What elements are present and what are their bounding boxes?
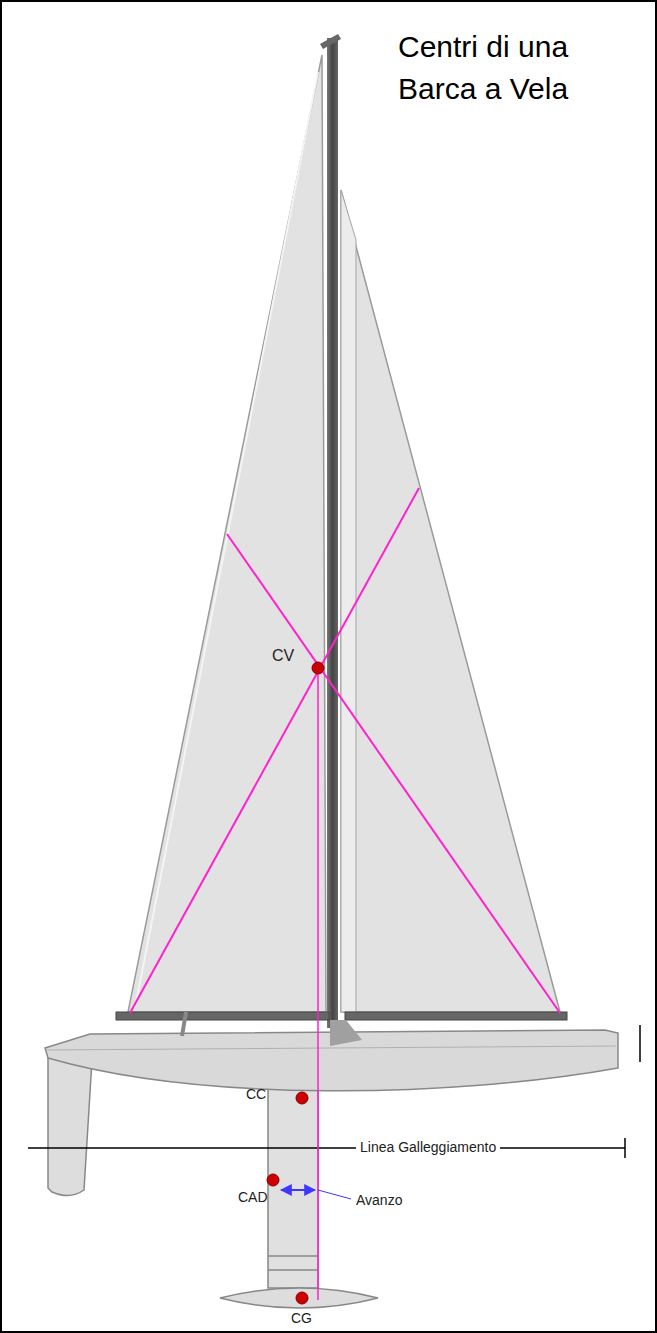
center-dot (267, 1174, 279, 1186)
jib (341, 190, 560, 1012)
mast (327, 38, 338, 1028)
center-dot (296, 1292, 308, 1304)
advance-arrow (281, 1189, 315, 1191)
waterline-tick (624, 1138, 626, 1158)
tiller (182, 1012, 186, 1036)
mast-step (330, 1020, 362, 1046)
sail-diagonal (227, 534, 560, 1013)
keel-line (268, 1269, 318, 1271)
vertical-reference-line (317, 668, 319, 1300)
rudder (48, 1058, 92, 1196)
keel-bulb (220, 1288, 378, 1308)
waterline (28, 1147, 625, 1149)
center-label: CG (291, 1310, 312, 1327)
deck-line (47, 1046, 616, 1050)
jib-boom (345, 1012, 567, 1020)
center-label: CV (272, 646, 294, 665)
leader-line (318, 1190, 351, 1199)
masthead-flag (320, 34, 341, 49)
bracket-tick (639, 1025, 641, 1062)
main-boom (116, 1012, 329, 1020)
keel-fin (268, 1088, 318, 1288)
jib-luff-panel (341, 190, 356, 1012)
center-dot (296, 1092, 308, 1104)
mainsail-leech-line (135, 72, 318, 1008)
center-label: CC (246, 1086, 266, 1103)
center-label: CAD (238, 1189, 268, 1206)
waterline-label: Linea Galleggiamento (356, 1139, 500, 1156)
mainsail (128, 55, 326, 1012)
dimension-label: Avanzo (356, 1192, 402, 1209)
diagram-title: Centri di una Barca a Vela (398, 26, 630, 110)
center-dot (312, 662, 324, 674)
keel-line (268, 1255, 318, 1257)
sail-diagonal (130, 488, 419, 1013)
